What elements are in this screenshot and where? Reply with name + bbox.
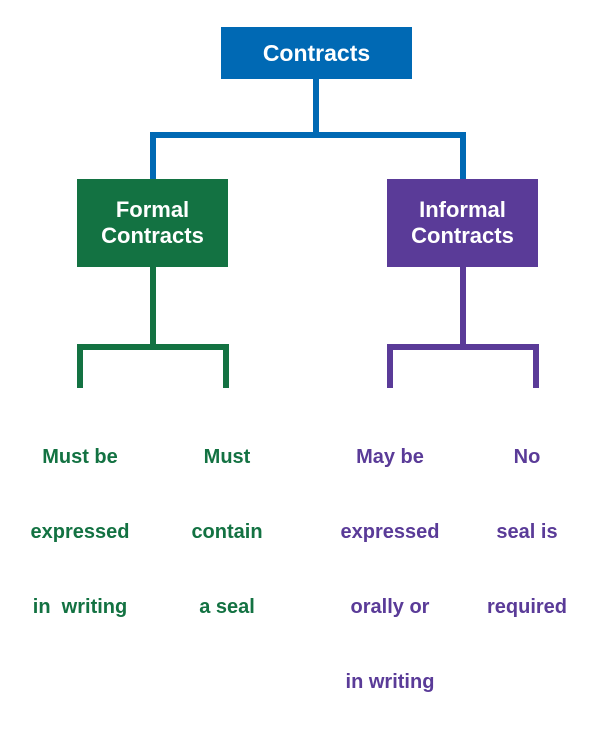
formal-contracts-node: Formal Contracts [77, 179, 228, 267]
contracts-root-node: Contracts [221, 27, 412, 79]
informal-leaf-oral-line-2: expressed [340, 521, 440, 543]
formal-contracts-label-line-1: Formal [115, 197, 190, 222]
formal-leaf-written: Must be expressed in writing [10, 395, 150, 670]
informal-leaf-no-seal: No seal is required [472, 395, 582, 670]
formal-leaf-written-line-3: in writing [32, 596, 128, 618]
connector-lines [77, 79, 539, 388]
contracts-tree-diagram: Contracts Formal Contracts Informal Cont… [31, 27, 567, 693]
informal-leaf-no-seal-line-2: seal is [496, 521, 558, 543]
formal-leaf-seal-line-2: contain [191, 521, 263, 543]
formal-leaf-written-line-2: expressed [30, 521, 130, 543]
informal-leaf-oral-line-3: orally or [350, 596, 430, 618]
formal-leaf-written-line-1: Must be [42, 446, 118, 468]
informal-leaf-no-seal-line-1: No [513, 446, 541, 468]
informal-contracts-label-line-1: Informal [419, 197, 506, 222]
contracts-root-label: Contracts [262, 39, 371, 66]
informal-contracts-label-line-2: Contracts [411, 223, 514, 248]
informal-contracts-node: Informal Contracts [387, 179, 538, 267]
informal-leaf-oral-line-4: in writing [345, 671, 435, 693]
formal-leaf-seal-line-3: a seal [199, 596, 255, 618]
informal-leaf-no-seal-line-3: required [486, 596, 568, 618]
formal-contracts-label-line-2: Contracts [101, 223, 204, 248]
informal-leaf-oral-line-1: May be [356, 446, 424, 468]
formal-leaf-seal-line-1: Must [203, 446, 251, 468]
informal-leaf-oral-or-written: May be expressed orally or in writing [325, 395, 455, 745]
formal-leaf-seal: Must contain a seal [172, 395, 282, 670]
